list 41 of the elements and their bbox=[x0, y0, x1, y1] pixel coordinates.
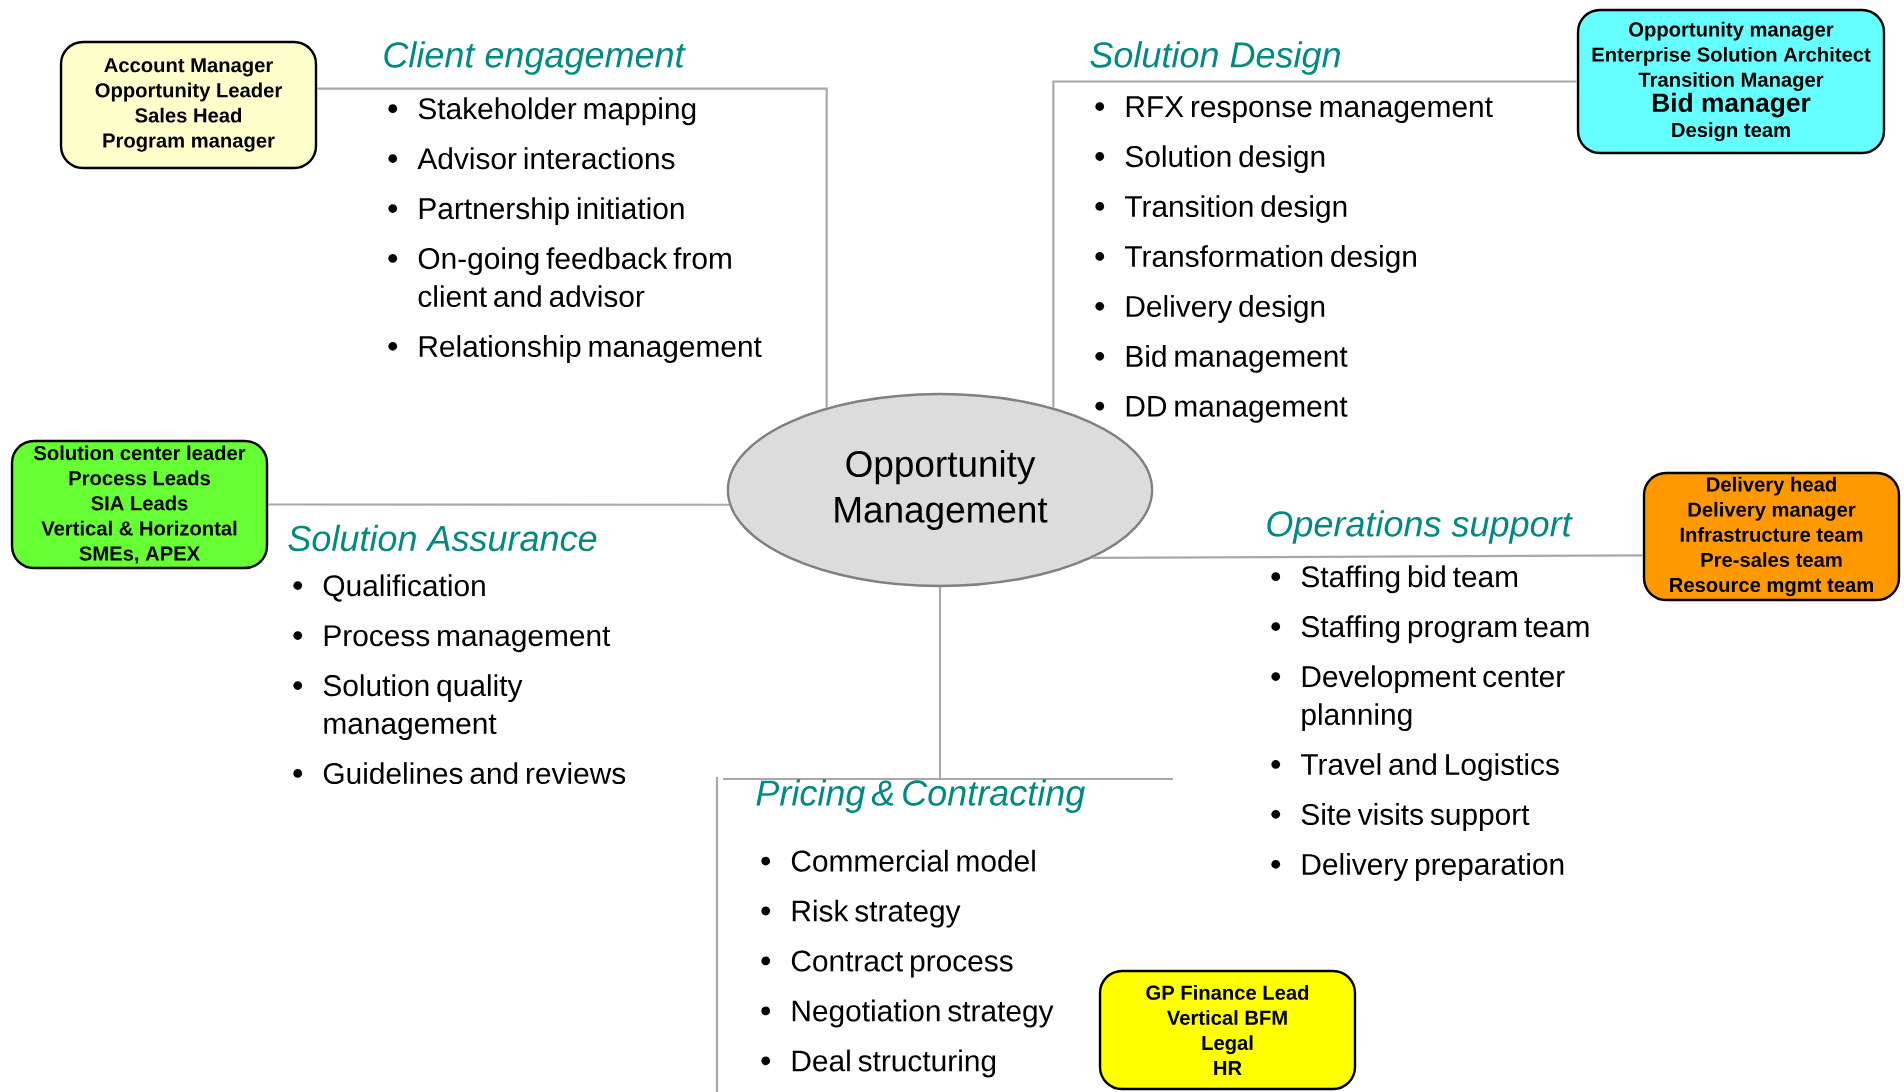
role-box: GP Finance Lead Vertical BFM Legal HR bbox=[1098, 969, 1357, 1091]
bullet-item: Delivery preparation bbox=[1271, 853, 1564, 881]
connector-line bbox=[1092, 554, 1643, 559]
bullet-item: Staffing bid team bbox=[1271, 565, 1518, 594]
role-box: Solution center leader Process Leads SIA Leads Vertical & Horizontal SMEs, APEX bbox=[10, 439, 269, 570]
bullet-item: Travel and Logistics bbox=[1271, 753, 1559, 781]
bullet-item: Transformation design bbox=[1095, 245, 1416, 273]
bullet-item: Solution design bbox=[1095, 145, 1325, 174]
bullet-item: Transition design bbox=[1095, 195, 1347, 223]
bullet-item: Bid management bbox=[1095, 345, 1348, 373]
bullet-item: Negotiation strategy bbox=[761, 999, 1054, 1028]
bullet-item: Risk strategy bbox=[761, 899, 961, 928]
bullet-item: Development center planning bbox=[1271, 665, 1565, 732]
section-heading: Operations support bbox=[1267, 510, 1573, 544]
bullet-item: On-going feedback from client and advisor bbox=[388, 247, 731, 308]
bullet-item: Staffing program team bbox=[1271, 615, 1589, 644]
section-heading: Solution Design bbox=[1090, 41, 1340, 75]
bullet-item: Qualification bbox=[293, 574, 485, 602]
bullet-item: Guidelines and reviews bbox=[293, 762, 626, 785]
bullet-item: Process management bbox=[293, 625, 611, 653]
connector-line bbox=[938, 587, 942, 779]
role-box: Delivery head Delivery manager Infrastructure team Pre-sales team Resource mgmt team bbox=[1642, 471, 1901, 602]
bullet-item: Deal structuring bbox=[761, 1049, 996, 1078]
bullet-item: Delivery design bbox=[1095, 295, 1325, 323]
section-heading: Client engagement bbox=[384, 41, 686, 75]
bullet-item: Partnership initiation bbox=[388, 197, 684, 226]
connector-line bbox=[268, 503, 730, 506]
role-box: Account Manager Opportunity Leader Sales Head Program manager bbox=[59, 40, 318, 170]
bullet-item: Commercial model bbox=[761, 849, 1035, 872]
bullet-item: Solution quality management bbox=[293, 674, 523, 741]
bullet-item: Contract process bbox=[761, 950, 1013, 978]
connector-line bbox=[317, 87, 828, 408]
bullet-item: RFX response management bbox=[1095, 96, 1493, 124]
connector-line bbox=[1052, 80, 1577, 408]
bullet-item: Relationship management bbox=[388, 335, 762, 363]
bullet-item: Advisor interactions bbox=[388, 147, 675, 170]
section-heading: Solution Assurance bbox=[288, 524, 597, 552]
section-heading: Pricing & Contracting bbox=[756, 779, 1085, 813]
role-box: Opportunity manager Enterprise Solution Architect Transition Manager Bid manager Design team bbox=[1576, 8, 1886, 155]
bullet-item: Site visits support bbox=[1271, 803, 1530, 831]
bullet-item: Stakeholder mapping bbox=[388, 97, 696, 126]
